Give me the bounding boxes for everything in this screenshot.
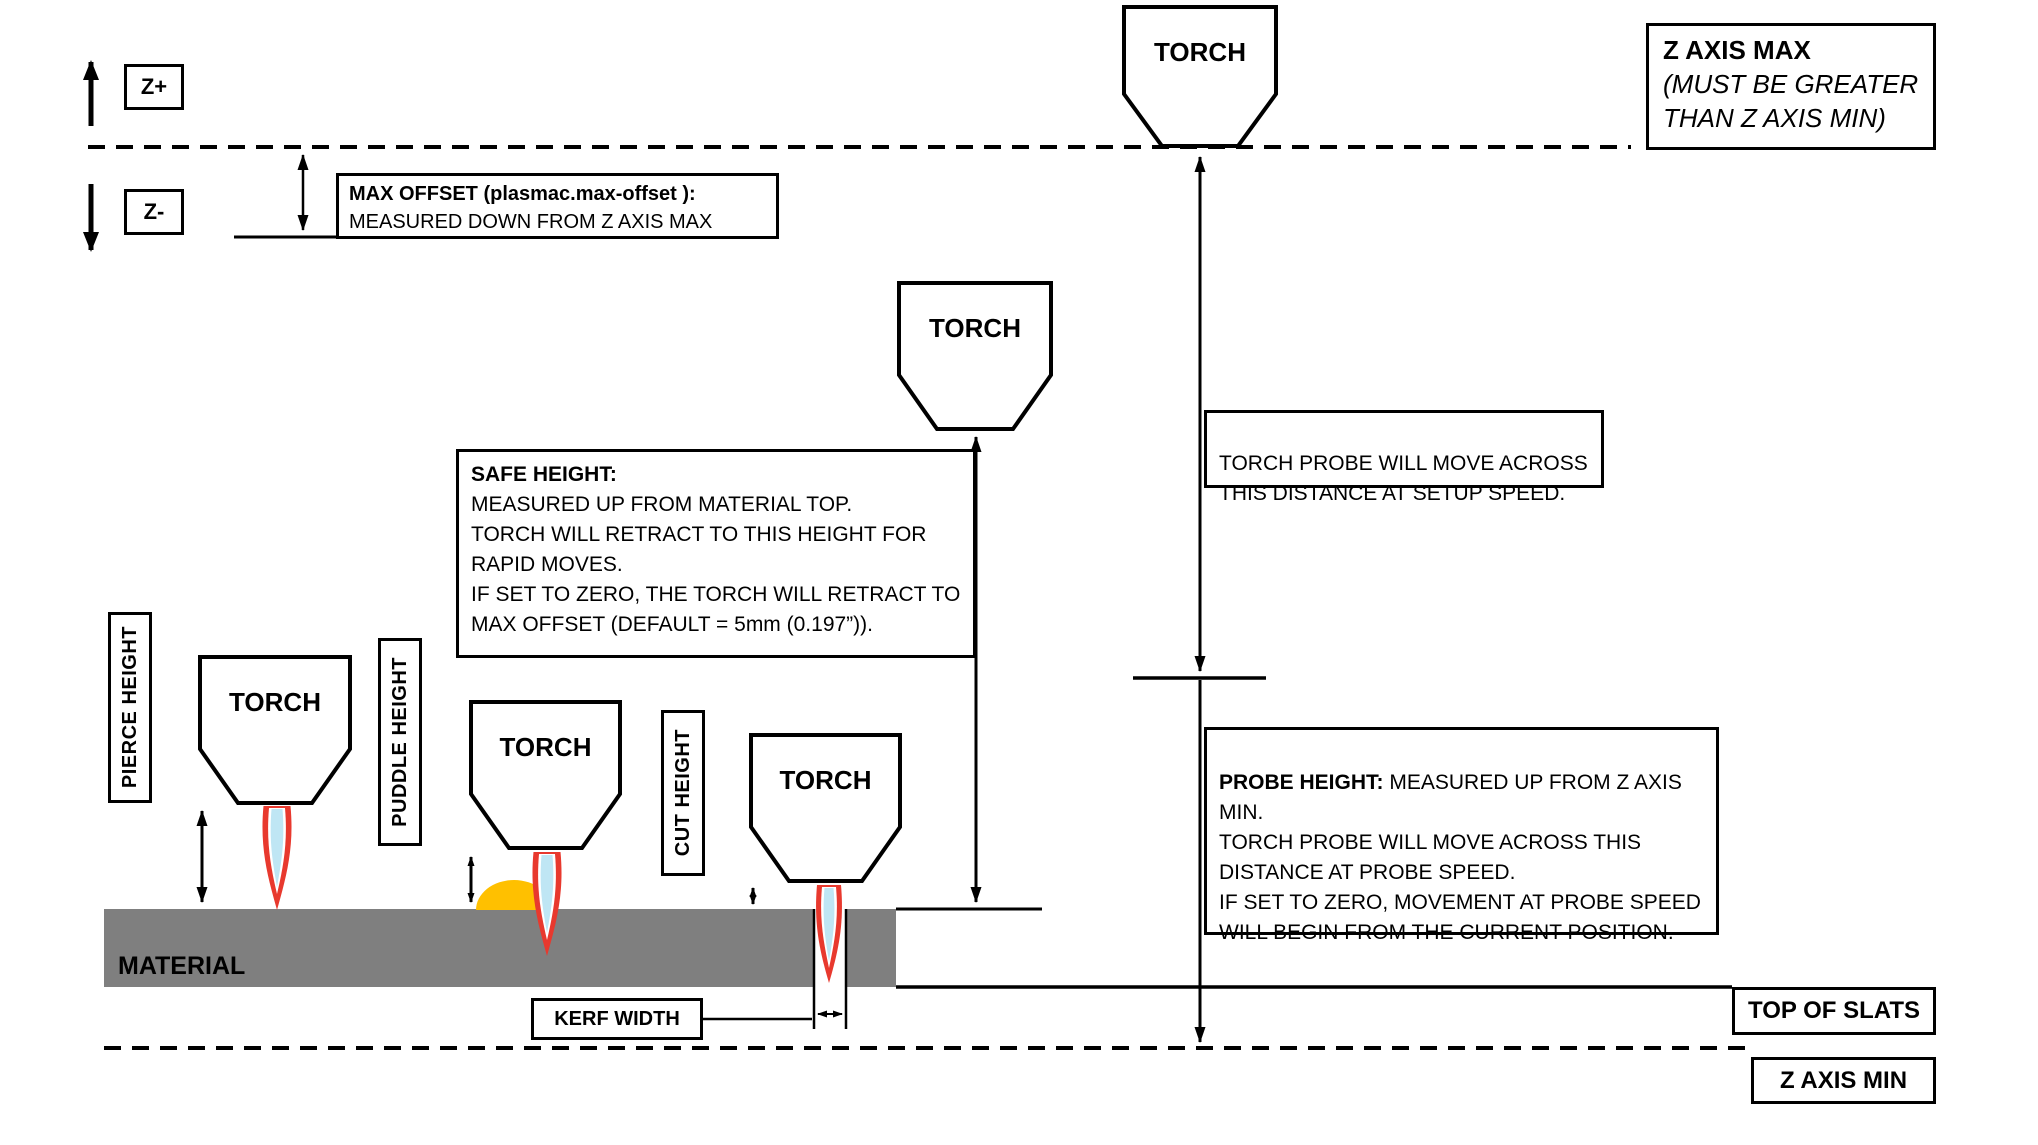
torch-label: TORCH: [499, 732, 592, 762]
safe-height-box: SAFE HEIGHT: MEASURED UP FROM MATERIAL T…: [456, 449, 976, 658]
torch-shape-puddle: TORCH: [469, 700, 622, 850]
pierce-height-label: PIERCE HEIGHT: [118, 626, 141, 789]
torch-probe-box: TORCH PROBE WILL MOVE ACROSS THIS DISTAN…: [1204, 410, 1604, 505]
cut-flame-icon: [816, 885, 842, 983]
torch-shape-pierce: TORCH: [198, 655, 352, 805]
z-minus-label-box: Z-: [124, 189, 184, 235]
z-axis-max-title: Z AXIS MAX: [1663, 35, 1811, 65]
z-axis-min-label: Z AXIS MIN: [1779, 1066, 1908, 1094]
safe-height-title: SAFE HEIGHT:: [471, 463, 617, 486]
z-plus-label-box: Z+: [124, 64, 184, 110]
torch-label: TORCH: [1154, 37, 1246, 67]
max-offset-box: MAX OFFSET (plasmac.max-offset ): MEASUR…: [336, 173, 779, 239]
torch-shape-cut: TORCH: [749, 733, 902, 883]
puddle-height-label: PUDDLE HEIGHT: [388, 657, 411, 827]
material-bar: MATERIAL: [104, 909, 896, 987]
pierce-height-label-box: PIERCE HEIGHT: [108, 612, 152, 803]
torch-probe-body: TORCH PROBE WILL MOVE ACROSS THIS DISTAN…: [1219, 452, 1588, 506]
z-minus-label: Z-: [143, 199, 165, 224]
puddle-height-label-box: PUDDLE HEIGHT: [378, 638, 422, 846]
z-axis-min-box: Z AXIS MIN: [1751, 1057, 1936, 1104]
kerf-width-box: KERF WIDTH: [531, 998, 703, 1040]
torch-label: TORCH: [229, 687, 321, 717]
probe-height-title: PROBE HEIGHT:: [1219, 771, 1384, 795]
cut-height-label: CUT HEIGHT: [671, 729, 694, 857]
pierce-flame-icon: [262, 806, 292, 910]
torch-label: TORCH: [929, 313, 1021, 343]
safe-height-body: MEASURED UP FROM MATERIAL TOP. TORCH WIL…: [471, 493, 961, 637]
torch-shape-safe-height: TORCH: [897, 281, 1053, 431]
z-axis-max-box: Z AXIS MAX (MUST BE GREATER THAN Z AXIS …: [1646, 23, 1936, 150]
torch-label: TORCH: [779, 765, 872, 795]
z-axis-max-subtitle: (MUST BE GREATER THAN Z AXIS MIN): [1663, 68, 1919, 133]
z-plus-label: Z+: [140, 74, 168, 99]
puddle-flame-icon: [532, 852, 562, 956]
top-of-slats-label: TOP OF SLATS: [1747, 997, 1921, 1024]
cut-height-label-box: CUT HEIGHT: [661, 710, 705, 876]
max-offset-body: MEASURED DOWN FROM Z AXIS MAX: [349, 211, 713, 233]
probe-height-body: MEASURED UP FROM Z AXIS MIN. TORCH PROBE…: [1219, 771, 1701, 945]
top-of-slats-box: TOP OF SLATS: [1732, 987, 1936, 1035]
max-offset-title: MAX OFFSET (plasmac.max-offset ):: [349, 183, 696, 205]
kerf-width-label: KERF WIDTH: [554, 1007, 680, 1030]
probe-height-box: PROBE HEIGHT: MEASURED UP FROM Z AXIS MI…: [1204, 727, 1719, 944]
torch-shape-top: TORCH: [1122, 5, 1278, 148]
material-label: MATERIAL: [118, 952, 246, 980]
